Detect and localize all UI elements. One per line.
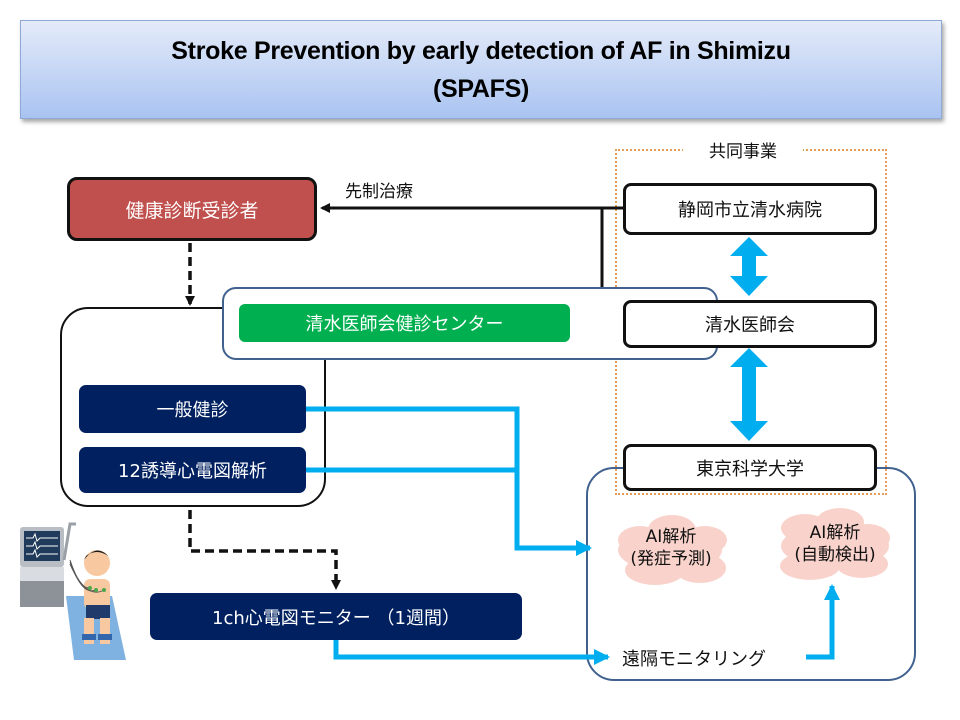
ai-detection-line2: (自動検出) (794, 545, 876, 565)
checkup-recipient-node: 健康診断受診者 (67, 177, 317, 241)
double-arrow-hospital-association (730, 237, 768, 296)
ai-prediction-line1: AI解析 (645, 527, 697, 547)
title-banner: Stroke Prevention by early detection of … (20, 20, 942, 119)
ai-detection-text: AI解析 (自動検出) (776, 522, 894, 566)
dashed-arrow-to-monitor (188, 510, 341, 590)
cloud-ai-prediction (618, 515, 727, 585)
university-node: 東京科学大学 (623, 444, 877, 491)
ai-prediction-line2: (発症予測) (630, 549, 712, 569)
ecg-patient-illustration (20, 522, 126, 660)
remote-monitoring-label: 遠隔モニタリング (622, 649, 766, 670)
ecg12-analysis-node: 12誘導心電図解析 (79, 447, 306, 493)
title-line-1: Stroke Prevention by early detection of … (171, 36, 791, 65)
joint-project-label: 共同事業 (683, 136, 803, 162)
general-checkup-node: 一般健診 (79, 385, 306, 433)
flow-to-remote-monitoring (333, 640, 610, 665)
cloud-ai-detection (780, 508, 890, 580)
preemptive-treatment-label: 先制治療 (345, 182, 413, 202)
ai-detection-line1: AI解析 (809, 523, 861, 543)
checkup-center-label: 清水医師会健診センター (239, 304, 570, 342)
medical-association-node: 清水医師会 (623, 300, 877, 348)
ecg-monitor-node: 1ch心電図モニター （1週間） (150, 593, 522, 640)
title-line-2: (SPAFS) (432, 74, 530, 103)
flow-to-ai-detection (806, 584, 840, 660)
ai-prediction-text: AI解析 (発症予測) (612, 526, 730, 570)
shimizu-hospital-node: 静岡市立清水病院 (623, 183, 877, 235)
flow-to-ai-prediction (306, 406, 592, 556)
double-arrow-association-university (730, 348, 768, 441)
